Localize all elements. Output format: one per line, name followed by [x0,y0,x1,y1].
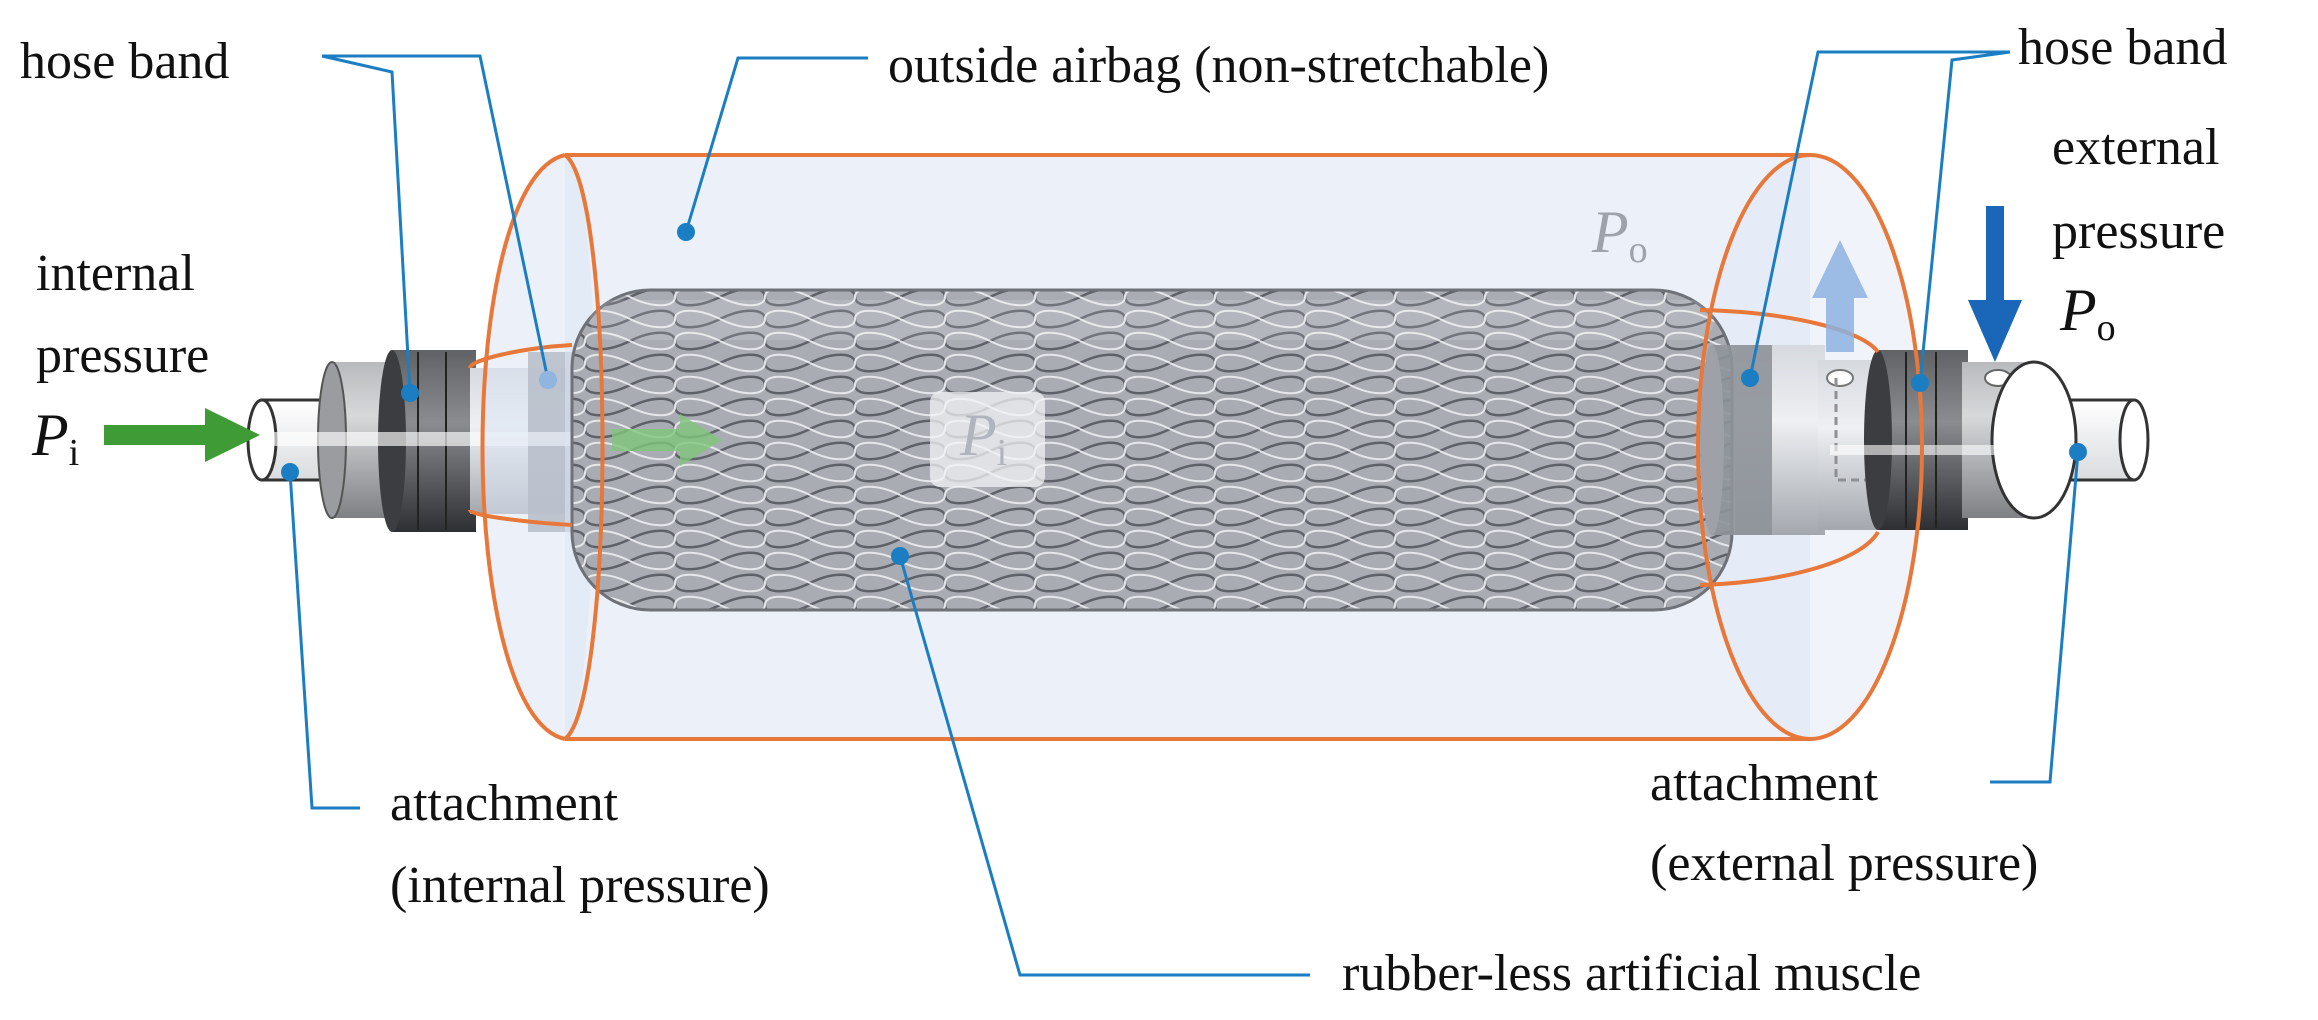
leader-hose-band-left-1 [321,54,412,394]
external-pressure-symbol: Po [2059,277,2116,349]
artificial-muscle-body: Pi [570,288,1734,612]
internal-pressure-symbol: Pi [31,402,79,474]
label-hose-band-right: hose band [2018,19,2227,76]
label-outside-airbag: outside airbag (non-stretchable) [888,37,1549,94]
leader-attachment-external [1990,451,2080,784]
label-external-pressure-2: pressure [2052,203,2225,260]
leader-attachment-internal [288,471,360,810]
leader-lines [281,50,2087,977]
outside-pressure-symbol: Po [1591,199,1648,271]
svg-text:Pi: Pi [959,402,1007,474]
outflow-arrow [1812,240,1868,352]
leader-hose-band-left-2 [322,54,550,381]
label-attachment-external-2: (external pressure) [1650,835,2038,892]
label-hose-band-left: hose band [20,33,229,90]
label-internal-pressure-2: pressure [36,327,209,384]
muscle-p-symbol: P [959,402,997,468]
internal-flow-arrow [612,414,722,466]
leader-outside-airbag [684,56,868,233]
label-internal-pressure-1: internal [36,245,195,302]
leader-hose-band-right-2 [1918,50,2011,384]
leader-hose-band-right-1 [1748,50,2010,379]
label-muscle: rubber-less artificial muscle [1342,945,1921,1002]
right-attachment-assembly [1700,345,2150,535]
label-attachment-internal-1: attachment [390,775,619,832]
label-external-pressure-1: external [2052,119,2219,176]
airbag-left-end-front [480,153,566,741]
airbag-right-end [1696,153,1924,741]
external-pressure-arrow [1968,206,2022,362]
airbag-outline [468,153,1924,741]
label-attachment-internal-2: (internal pressure) [390,857,770,914]
muscle-p-subscript: i [997,432,1008,474]
internal-pressure-arrow [104,408,260,462]
label-attachment-external-1: attachment [1650,755,1879,812]
leader-muscle [898,555,1310,977]
airbag-left-end-back [563,153,605,741]
